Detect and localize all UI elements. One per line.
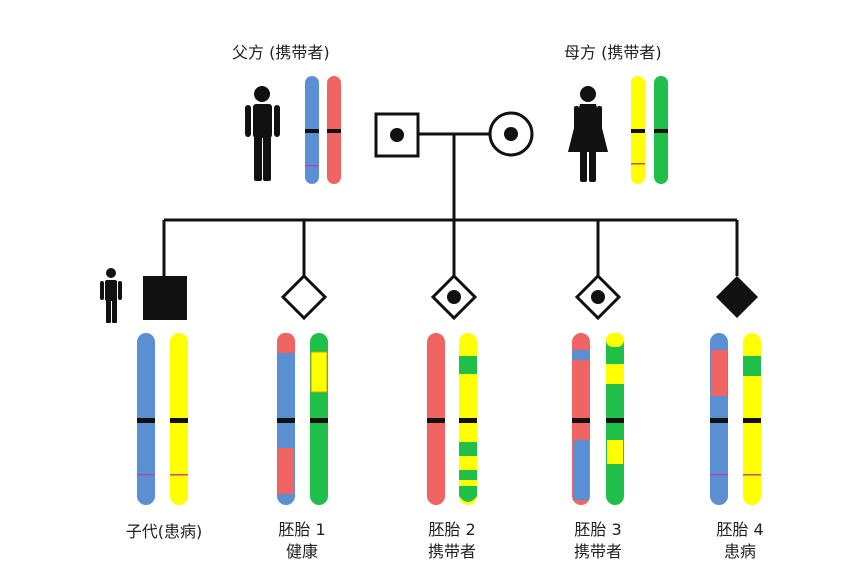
mother-carrier-circle [488,111,534,157]
father-label: 父方 (携带者) [232,43,330,62]
embryo3-label: 胚胎 3 [574,520,622,539]
male-person-icon [245,86,280,181]
child-person-icon [100,268,122,323]
embryo2-chromosome-pair [427,333,477,505]
embryo1-healthy-diamond [280,273,328,321]
mother-chromosome-green [654,76,668,184]
embryo2-carrier-diamond [430,273,478,321]
mother-label: 母方 (携带者) [564,43,662,62]
embryo3-chromosome-recombinant-red-blue [572,333,590,505]
embryo2-chromosome-red [427,333,445,505]
embryo3-chromosome-recombinant-green-yellow [606,333,624,505]
child-label: 子代(患病) [125,522,203,541]
embryo3-carrier-diamond [574,273,622,321]
embryo4-status: 患病 [723,542,756,561]
father-carrier-square [374,112,420,158]
embryo4-chromosome-recombinant-blue-red [710,333,728,505]
mother-chromosome-yellow [631,76,645,184]
child-chromosome-pair [137,333,188,505]
embryo4-affected-diamond [716,276,758,318]
embryo3-chromosome-pair [572,333,624,505]
embryo2-chromosome-recombinant-yellow-green [459,333,477,505]
pedigree-lines [162,132,739,276]
father-chromosome-red [327,76,341,184]
embryo2-label: 胚胎 2 [428,520,476,539]
child-chromosome-blue [137,333,155,505]
female-person-icon [568,86,608,182]
embryo3-status: 携带者 [573,542,622,561]
embryo1-chromosome-recombinant-blue-red [277,333,295,505]
embryo1-status: 健康 [285,542,318,561]
embryo4-chromosome-recombinant-yellow-green [743,333,761,505]
embryo4-chromosome-pair [710,333,761,505]
embryo4-label: 胚胎 4 [716,520,764,539]
father-chromosome-blue [305,76,319,184]
child-affected-square [143,276,187,320]
embryo1-chromosome-pair [277,333,328,505]
child-chromosome-yellow [170,333,188,505]
father-chromosome-pair [305,76,341,184]
mother-chromosome-pair [631,76,668,184]
embryo1-label: 胚胎 1 [278,520,326,539]
embryo2-status: 携带者 [427,542,476,561]
embryo1-chromosome-recombinant-green-yellow [310,333,328,505]
